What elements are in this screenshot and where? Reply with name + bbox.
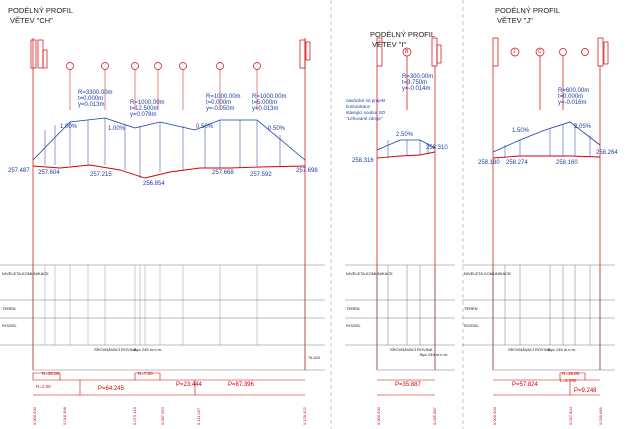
terrain-height: 257.487: [8, 168, 30, 174]
datum-label: SROVNÁVACÍ ROVINA: [508, 347, 551, 352]
profile-j: [462, 37, 615, 396]
terrain-height: 258.274: [506, 160, 528, 166]
row-label-teren: TERÉN: [2, 306, 16, 311]
curve-label: R=1000.00m: [130, 100, 165, 106]
row-label-teren: TERÉN: [464, 306, 478, 311]
row-label-rozdil: ROZDÍL: [2, 323, 17, 328]
curve-label: R=1000.00m: [206, 94, 241, 100]
slope-label: 1.00%: [60, 124, 78, 130]
bottom-box-label: R=7.00: [138, 371, 153, 376]
bottom-value: P=35.887: [395, 382, 421, 388]
station-marker: C: [538, 49, 542, 55]
datum-value: Bpv 245 m.n.m.: [134, 347, 163, 352]
slope-label: 0.50%: [268, 126, 286, 132]
profile-i: [345, 37, 455, 396]
bottom-chainage: 0.035 887: [432, 407, 437, 425]
bottom-box-label: L=6.780: [560, 378, 577, 383]
row-label-rozdil: ROZDÍL: [346, 323, 361, 328]
datum-value: Bpv 245 m.n.m.: [420, 352, 449, 357]
profile-j-subtitle: VĚTEV "J": [497, 16, 533, 25]
datum-label: SROVNÁVACÍ ROVINA: [94, 347, 137, 352]
curve-label: R=3300.00m: [78, 90, 113, 96]
bottom-box-label: R=1.00: [36, 384, 51, 389]
terrain-line: [32, 164, 306, 179]
curve-label: t=3.750m: [402, 80, 428, 86]
bottom-chainage: 0.000 000: [376, 407, 381, 425]
bottom-chainage: 0.027 804: [568, 407, 573, 425]
bottom-chainage: 0.073 143: [132, 407, 137, 425]
curve-label: y=0.013m: [252, 106, 279, 112]
curve-label: t=5.000m: [252, 100, 278, 106]
row-label-rozdil: ROZDÍL: [464, 323, 479, 328]
bottom-value: P=64.245: [98, 386, 124, 392]
station-marker: J: [513, 49, 516, 55]
bottom-value: P=57.824: [512, 382, 538, 388]
curve-label: R=600.00m: [558, 88, 590, 94]
terrain-height: 257.215: [90, 172, 112, 178]
bottom-box-label: R=19.00: [562, 371, 580, 376]
row-label-niveleta: NIVELETA KOMUNIKACE: [346, 271, 393, 276]
terrain-height: 258.264: [596, 150, 618, 156]
bottom-value: P=9.248: [574, 388, 597, 394]
bottom-chainage: 0.018 398: [62, 407, 67, 425]
curve-label: y=0.013m: [78, 102, 105, 108]
curve-label: y=-0.050m: [206, 106, 235, 112]
note-line: komunikace: [346, 104, 371, 109]
row-label-teren: TERÉN: [346, 306, 360, 311]
bottom-chainage: 0.039 685: [598, 407, 603, 425]
terrain-height: 258.310: [426, 145, 448, 151]
profile-i-subtitle: VĚTEV "I": [372, 40, 407, 49]
curve-label: R=1000.00m: [252, 94, 287, 100]
bottom-chainage: 0.178 422: [302, 407, 307, 425]
curve-label: y=0.078m: [130, 112, 157, 118]
chainage-end: 76.422: [308, 355, 321, 360]
bottom-box-label: R=30.00: [42, 371, 60, 376]
curve-label: t=0.000m: [558, 94, 584, 100]
terrain-height: 257.698: [296, 168, 318, 174]
profile-ch: [0, 38, 325, 396]
terrain-height: 257.668: [212, 170, 234, 176]
note-line: "Lehované zdroje": [346, 116, 383, 121]
terrain-height: 257.604: [38, 170, 60, 176]
bottom-chainage: 0.087 093: [160, 407, 165, 425]
bottom-chainage: 0.000 000: [32, 407, 37, 425]
terrain-height: 258.160: [556, 160, 578, 166]
slope-label: 0.50%: [196, 124, 214, 130]
station-marker: B: [405, 49, 409, 55]
slope-label: 2.05%: [574, 124, 592, 130]
note-line: navázání na projekt: [346, 98, 386, 103]
terrain-height: 258.180: [478, 160, 500, 166]
curve-label: y=-0.014m: [402, 86, 431, 92]
bottom-chainage: 0.000 000: [492, 407, 497, 425]
terrain-height: 256.854: [143, 181, 165, 187]
bottom-chainage: 0.111 027: [196, 407, 201, 425]
curve-label: t=0.000m: [206, 100, 232, 106]
profile-i-title: PODÉLNÝ PROFIL: [370, 30, 436, 39]
note-line: stávající soubor SO: [346, 110, 386, 115]
terrain-height: 257.592: [250, 172, 272, 178]
profile-j-title: PODÉLNÝ PROFIL: [495, 6, 561, 15]
slope-label: 1.00%: [108, 126, 126, 132]
bottom-value: P=87.396: [228, 382, 254, 388]
curve-label: R=300.00m: [402, 74, 434, 80]
curve-label: y=-0.016m: [558, 100, 587, 106]
curve-label: t=12.500m: [130, 106, 159, 112]
row-label-niveleta: NIVELETA KOMUNIKACE: [2, 271, 49, 276]
datum-label: SROVNÁVACÍ ROVINA: [390, 347, 433, 352]
datum-value: Bpv 245 m.n.m.: [548, 347, 577, 352]
curve-label: t=0.000m: [78, 96, 104, 102]
profile-ch-title: PODÉLNÝ PROFIL: [8, 6, 74, 15]
terrain-height: 258.316: [352, 158, 374, 164]
slope-label: 2.50%: [396, 132, 414, 138]
bottom-value: P=23.444: [176, 382, 202, 388]
row-label-niveleta: NIVELETA KOMUNIKACE: [464, 271, 511, 276]
profile-ch-subtitle: VĚTEV "CH": [10, 16, 53, 25]
slope-label: 1.50%: [512, 128, 530, 134]
